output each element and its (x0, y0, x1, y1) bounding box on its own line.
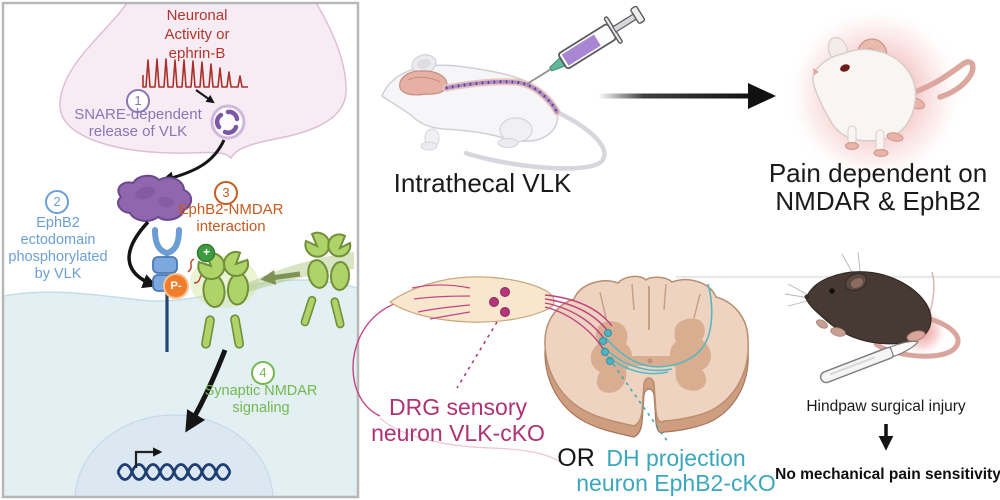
mouse-eye (840, 64, 850, 72)
postsynaptic-region (4, 279, 357, 496)
glutamate-ligand (196, 243, 216, 263)
drg-ganglion (388, 276, 555, 323)
injury-label: Hindpaw surgical injury (806, 398, 966, 415)
surgery-mouse-illustration (784, 251, 961, 384)
pain-mouse-illustration (785, 5, 976, 185)
vesicle-icon (210, 104, 246, 140)
spinal-cord-cross-section (544, 275, 749, 443)
step2-number-badge: 2 (45, 190, 69, 214)
injection-mouse-illustration (381, 5, 646, 171)
or-label: OR (557, 444, 595, 472)
exposed-brain (399, 70, 448, 96)
spike-train-icon (142, 58, 248, 88)
hindpaw (906, 330, 926, 342)
nmdar-receptor (196, 243, 250, 349)
transcription-arrow (134, 447, 163, 468)
vlk-enzyme (117, 174, 193, 222)
no-pain-label: No mechanical pain sensitivity (775, 466, 1000, 483)
phospho-badge: P- (170, 280, 182, 292)
step1-number-badge: 1 (126, 89, 150, 113)
ephb2-receptor (152, 227, 206, 352)
exposed-spinal-cord (442, 78, 561, 116)
mouse-eye (829, 288, 835, 294)
scalpel-icon (819, 340, 920, 384)
phospho-site (163, 273, 189, 299)
step4-number-badge: 4 (251, 361, 275, 385)
drg-illustration (352, 276, 561, 463)
nucleus (74, 414, 274, 496)
mouse-tail (463, 109, 607, 171)
flow-arrow (598, 83, 776, 109)
extrasynaptic-nmdar (300, 231, 352, 329)
glutamate-badge: + (202, 245, 210, 259)
step3-number-badge: 3 (214, 181, 238, 205)
injection-label: Intrathecal VLK (393, 168, 572, 198)
mouse-tail (902, 59, 976, 100)
synapse-panel-art (1, 1, 360, 499)
syringe-icon (526, 5, 646, 85)
